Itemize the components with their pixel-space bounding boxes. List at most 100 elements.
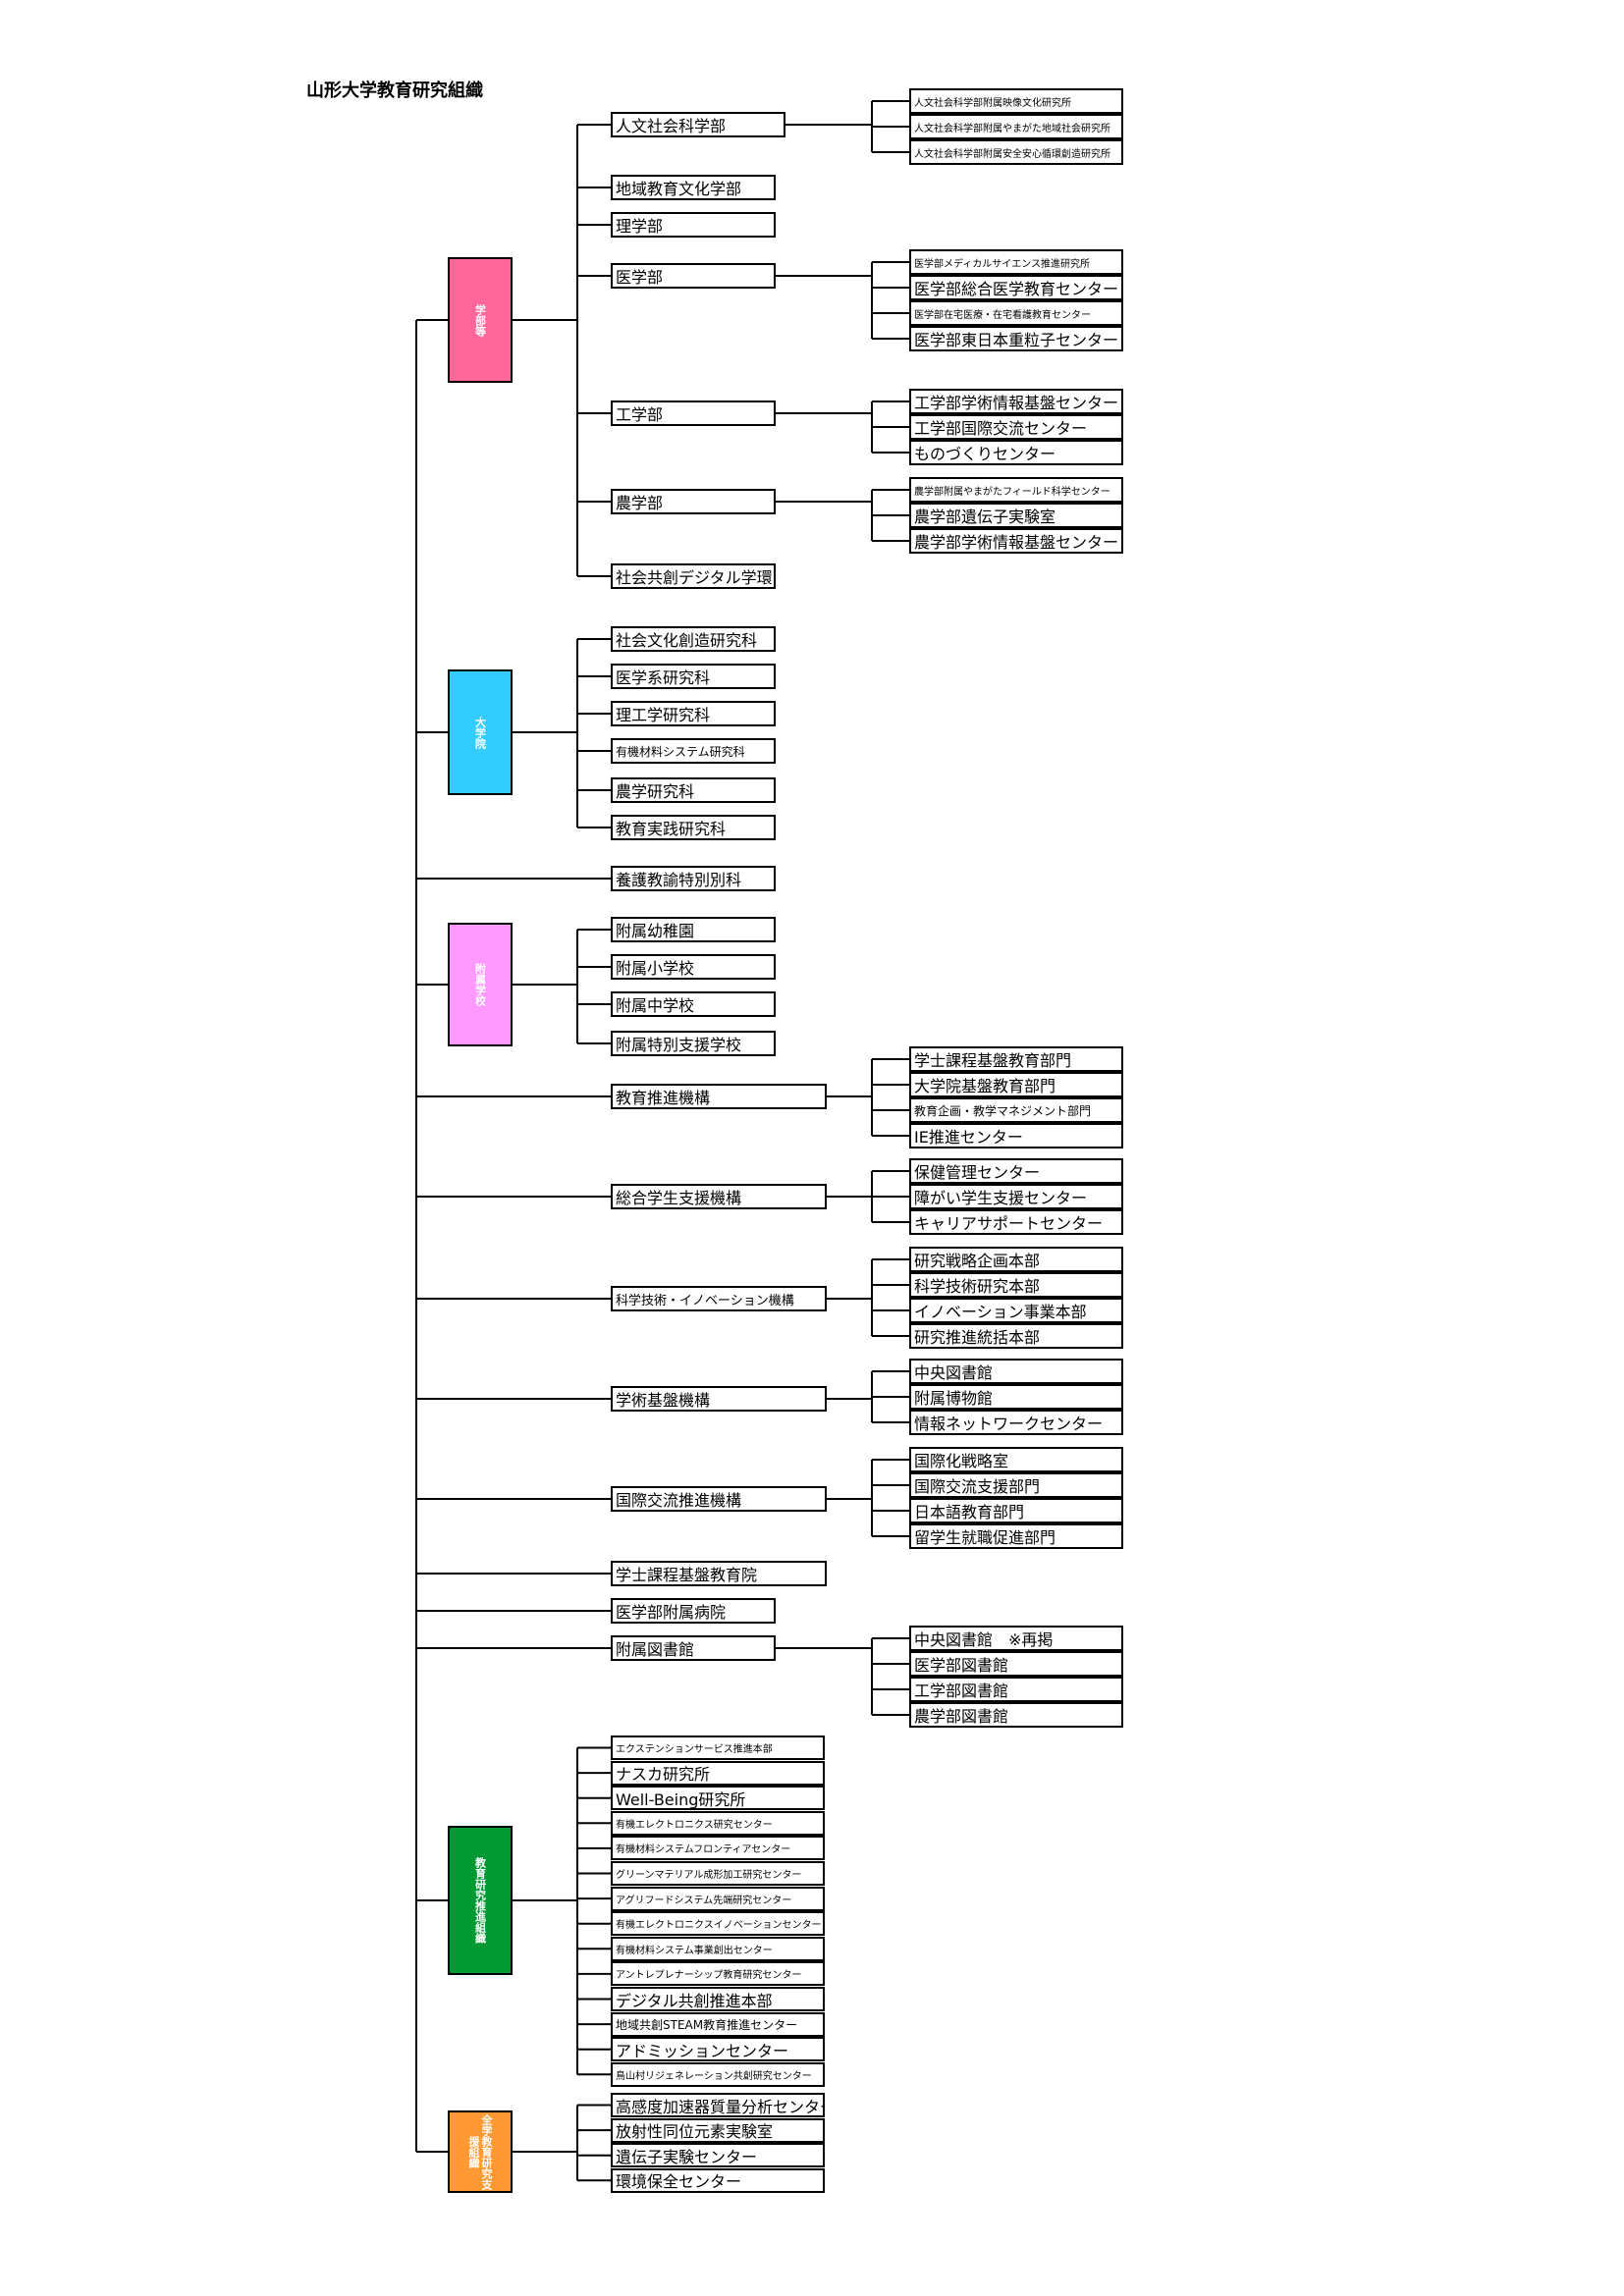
category-daigakuin: 大学院 — [448, 669, 513, 795]
unit-box: 養護教諭特別別科 — [611, 866, 776, 891]
child-unit-box: キャリアサポートセンター — [909, 1209, 1123, 1235]
box-label: 地域共創STEAM教育推進センター — [616, 2017, 798, 2032]
child-unit-box: 農学部図書館 — [909, 1702, 1123, 1728]
box-label: ナスカ研究所 — [616, 1765, 711, 1785]
box-label: 医学部メディカルサイエンス推進研究所 — [914, 258, 1090, 270]
box-label: 有機エレクトロニクスイノベーションセンター — [616, 1920, 822, 1932]
child-unit-box: 科学技術研究本部 — [909, 1272, 1123, 1298]
unit-box: アントレプレナーシップ教育研究センター — [611, 1961, 825, 1987]
box-label: 社会文化創造研究科 — [616, 631, 758, 650]
unit-box: 学士課程基盤教育院 — [611, 1561, 827, 1586]
box-label: 工学部学術情報基盤センター — [914, 394, 1119, 412]
category-suishin: 教育研究推進組織 — [448, 1826, 513, 1975]
child-unit-box: IE推進センター — [909, 1123, 1123, 1148]
unit-box: 社会共創デジタル学環 — [611, 563, 776, 589]
box-label: 養護教諭特別別科 — [616, 871, 742, 889]
category-gakubu: 学部等 — [448, 257, 513, 383]
box-label: 学士課程基盤教育部門 — [914, 1051, 1072, 1070]
child-unit-box: 医学部メディカルサイエンス推進研究所 — [909, 249, 1123, 275]
category-fuzoku: 附属学校 — [448, 923, 513, 1046]
unit-box: 国際交流推進機構 — [611, 1486, 827, 1512]
box-label: 遺伝子実験センター — [616, 2147, 758, 2166]
box-label: 人文社会科学部 — [616, 117, 727, 135]
category-label: 大学院 — [473, 716, 487, 749]
box-label: 中央図書館 — [914, 1363, 994, 1382]
unit-box: 医学系研究科 — [611, 664, 776, 689]
unit-box: 附属小学校 — [611, 954, 776, 980]
box-label: 留学生就職促進部門 — [914, 1528, 1056, 1547]
unit-box: 高感度加速器質量分析センター — [611, 2093, 825, 2117]
box-label: 人文社会科学部附属安全安心循環創造研究所 — [914, 148, 1110, 160]
unit-box: 理学部 — [611, 212, 776, 238]
child-unit-box: 医学部総合医学教育センター — [909, 275, 1123, 300]
unit-box: 放射性同位元素実験室 — [611, 2117, 825, 2143]
unit-box: 人文社会科学部 — [611, 112, 785, 137]
child-unit-box: 人文社会科学部附属映像文化研究所 — [909, 88, 1123, 114]
unit-box: 有機エレクトロニクスイノベーションセンター — [611, 1911, 825, 1937]
box-label: 鳥山村リジェネレーション共創研究センター — [616, 2070, 812, 2082]
child-unit-box: 附属博物館 — [909, 1384, 1123, 1410]
box-label: IE推進センター — [914, 1128, 1023, 1147]
box-label: 教育企画・教学マネジメント部門 — [914, 1103, 1092, 1118]
child-unit-box: 国際化戦略室 — [909, 1447, 1123, 1472]
box-label: 医学部図書館 — [914, 1656, 1009, 1675]
box-label: 高感度加速器質量分析センター — [616, 2097, 825, 2116]
unit-box: 附属幼稚園 — [611, 917, 776, 942]
child-unit-box: 医学部在宅医療・在宅看護教育センター — [909, 300, 1123, 326]
box-label: 医学部附属病院 — [616, 1603, 727, 1622]
child-unit-box: 工学部国際交流センター — [909, 414, 1123, 440]
child-unit-box: 日本語教育部門 — [909, 1498, 1123, 1523]
unit-box: エクステンションサービス推進本部 — [611, 1735, 825, 1760]
box-label: 理学部 — [616, 217, 664, 236]
child-unit-box: 医学部図書館 — [909, 1651, 1123, 1677]
box-label: 附属博物館 — [914, 1389, 994, 1408]
child-unit-box: 大学院基盤教育部門 — [909, 1072, 1123, 1097]
category-label: 附属学校 — [473, 963, 487, 1006]
child-unit-box: 人文社会科学部附属やまがた地域社会研究所 — [909, 114, 1123, 139]
unit-box: グリーンマテリアル成形加工研究センター — [611, 1861, 825, 1886]
box-label: グリーンマテリアル成形加工研究センター — [616, 1870, 802, 1881]
box-label: 環境保全センター — [616, 2172, 742, 2192]
box-label: 教育推進機構 — [616, 1089, 711, 1107]
child-unit-box: 学士課程基盤教育部門 — [909, 1046, 1123, 1072]
category-label: 学部等 — [473, 303, 487, 337]
box-label: アグリフードシステム先端研究センター — [616, 1895, 792, 1906]
child-unit-box: 農学部学術情報基盤センター — [909, 528, 1123, 554]
box-label: 中央図書館 ※再掲 — [914, 1630, 1054, 1649]
unit-box: アドミッションセンター — [611, 2037, 825, 2062]
child-unit-box: 障がい学生支援センター — [909, 1184, 1123, 1209]
box-label: 附属幼稚園 — [616, 922, 695, 940]
box-label: 工学部図書館 — [914, 1682, 1009, 1700]
unit-box: 環境保全センター — [611, 2167, 825, 2193]
box-label: 学士課程基盤教育院 — [616, 1566, 758, 1584]
box-label: 附属図書館 — [616, 1640, 695, 1659]
category-label: 全学教育研究支援組織 — [467, 2113, 493, 2190]
unit-box: 工学部 — [611, 400, 776, 426]
child-unit-box: 中央図書館 — [909, 1359, 1123, 1384]
unit-box: 学術基盤機構 — [611, 1386, 827, 1412]
box-label: 工学部国際交流センター — [914, 419, 1088, 438]
unit-box: 教育推進機構 — [611, 1084, 827, 1109]
box-label: 大学院基盤教育部門 — [914, 1077, 1056, 1095]
child-unit-box: 農学部附属やまがたフィールド科学センター — [909, 477, 1123, 503]
box-label: 教育実践研究科 — [616, 820, 727, 838]
box-label: 医学系研究科 — [616, 668, 711, 687]
box-label: 農学部図書館 — [914, 1707, 1009, 1726]
box-label: アドミッションセンター — [616, 2041, 789, 2060]
box-label: 有機材料システムフロンティアセンター — [616, 1844, 791, 1856]
unit-box: Well-Being研究所 — [611, 1786, 825, 1811]
box-label: 理工学研究科 — [616, 706, 711, 724]
unit-box: 総合学生支援機構 — [611, 1184, 827, 1209]
box-label: 研究戦略企画本部 — [914, 1252, 1041, 1270]
child-unit-box: 留学生就職促進部門 — [909, 1523, 1123, 1549]
unit-box: 農学部 — [611, 489, 776, 514]
box-label: 工学部 — [616, 405, 664, 424]
child-unit-box: 教育企画・教学マネジメント部門 — [909, 1097, 1123, 1123]
box-label: Well-Being研究所 — [616, 1789, 746, 1809]
unit-box: 科学技術・イノベーション機構 — [611, 1286, 827, 1311]
box-label: 科学技術・イノベーション機構 — [616, 1293, 794, 1308]
child-unit-box: イノベーション事業本部 — [909, 1298, 1123, 1323]
box-label: 医学部東日本重粒子センター — [914, 331, 1119, 349]
box-label: 国際化戦略室 — [914, 1452, 1009, 1470]
box-label: 有機材料システム事業創出センター — [616, 1945, 773, 1956]
